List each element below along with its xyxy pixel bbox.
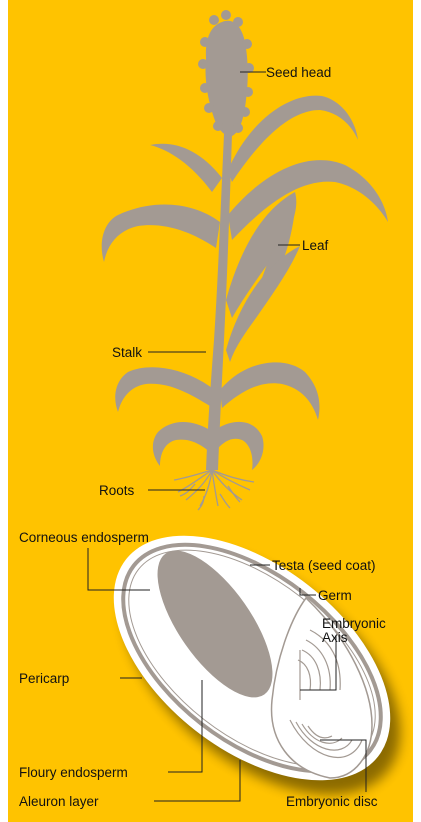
label-embryonic-axis-2: Axis: [322, 631, 348, 645]
sorghum-plant: [102, 10, 388, 510]
label-aleuron-layer: Aleuron layer: [19, 795, 99, 809]
label-leaf: Leaf: [302, 239, 328, 253]
label-testa: Testa (seed coat): [272, 559, 376, 573]
label-pericarp: Pericarp: [19, 672, 69, 686]
label-germ: Germ: [318, 589, 352, 603]
leaves: [102, 96, 388, 470]
seed-head-cluster: [198, 10, 254, 136]
label-embryonic-axis-1: Embryonic: [322, 617, 386, 631]
label-corneous-endosperm: Corneous endosperm: [19, 531, 149, 545]
label-roots: Roots: [99, 484, 134, 498]
label-seed-head: Seed head: [266, 66, 331, 80]
label-floury-endosperm: Floury endosperm: [19, 766, 128, 780]
label-embryonic-disc: Embryonic disc: [286, 795, 378, 809]
label-stalk: Stalk: [112, 346, 142, 360]
